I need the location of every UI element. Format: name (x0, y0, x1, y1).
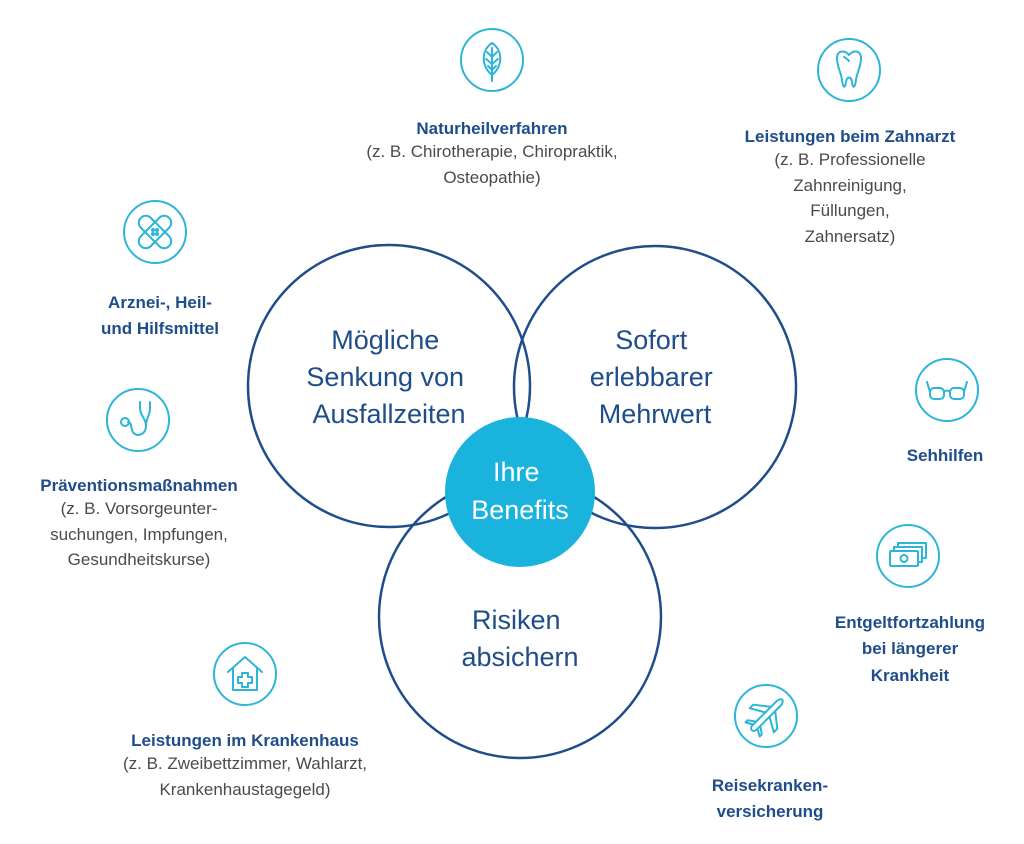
benefit-title: Naturheilverfahren (416, 119, 568, 138)
hospital-icon (213, 642, 277, 706)
glasses-icon (915, 358, 979, 422)
benefit-description: (z. B. Chirotherapie, Chiropraktik, Oste… (366, 142, 618, 187)
benefit-title-line: versicherung (716, 802, 824, 822)
benefit-reisekrankenversicherung: Reisekranken- versicherung (680, 773, 860, 826)
benefit-sehhilfen: Sehhilfen (880, 445, 1010, 466)
benefit-arznei: Arznei-, Heil- und Hilfsmittel (70, 290, 250, 343)
circle-right (512, 244, 798, 530)
benefit-title-line: Entgeltfortzahlung (834, 613, 986, 632)
benefit-title: Leistungen beim Zahnarzt (744, 127, 956, 146)
circle-left-label: Mögliche Senkung von Ausfallzeiten (306, 325, 471, 429)
stethoscope-icon (106, 388, 170, 452)
core-circle (445, 417, 595, 567)
money-icon (876, 524, 940, 588)
benefit-entgeltfortzahlung: Entgeltfortzahlung bei längerer Krankhei… (800, 610, 1020, 689)
benefit-zahnarzt: Leistungen beim Zahnarzt (z. B. Professi… (700, 126, 1000, 249)
benefit-naturheilverfahren: Naturheilverfahren (z. B. Chirotherapie,… (312, 118, 672, 190)
tooth-icon (817, 38, 881, 102)
benefit-description: (z. B. Professionelle Zahnreinigung, Fül… (774, 150, 926, 246)
benefit-description: (z. B. Vorsorgeunter- suchungen, Impfung… (50, 499, 228, 570)
benefit-title-line: Krankheit (870, 665, 950, 685)
benefit-title-line: Arznei-, Heil- (108, 293, 212, 312)
leaf-icon (460, 28, 524, 92)
benefit-praevention: Präventionsmaßnahmen (z. B. Vorsorgeunte… (8, 475, 270, 573)
benefit-title-line: Reisekranken- (711, 776, 829, 795)
bandage-icon (123, 200, 187, 264)
circle-right-label: Sofort erlebbarer Mehrwert (590, 325, 721, 429)
benefit-title-line: und Hilfsmittel (100, 319, 220, 339)
benefit-title: Sehhilfen (906, 446, 984, 465)
airplane-icon (734, 684, 798, 748)
benefit-title-line: bei längerer (861, 639, 959, 659)
benefit-krankenhaus: Leistungen im Krankenhaus (z. B. Zweibet… (85, 730, 405, 802)
circle-bottom-label: Risiken absichern (461, 605, 578, 672)
benefit-description: (z. B. Zweibettzimmer, Wahlarzt, Kranken… (122, 754, 368, 799)
core-label: Ihre Benefits (471, 457, 569, 525)
circle-left (246, 243, 532, 529)
benefit-title: Präventionsmaßnahmen (40, 476, 238, 495)
benefit-title: Leistungen im Krankenhaus (131, 731, 359, 750)
